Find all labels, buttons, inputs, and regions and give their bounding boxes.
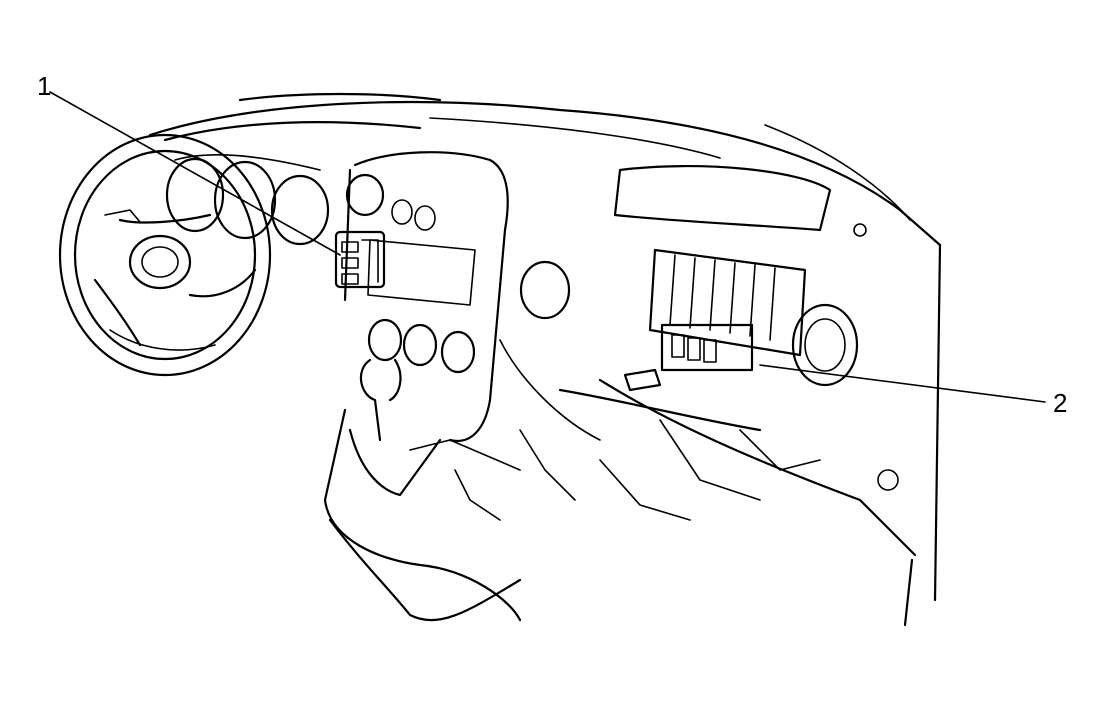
fuse-relay-block (623, 248, 807, 392)
connector-component (334, 230, 386, 289)
gear-shifter-console (323, 358, 522, 622)
callout-2-leader (759, 364, 1046, 403)
dashboard-top-outline (148, 92, 942, 627)
center-stack (343, 151, 509, 443)
callout-1-leader (49, 91, 341, 256)
callout-1-label: 1 (37, 71, 51, 101)
callout-2-label: 2 (1053, 388, 1067, 418)
instrument-cluster (165, 154, 330, 246)
steering-wheel (58, 133, 272, 377)
passenger-side (519, 164, 917, 557)
under-dash-wiring (454, 339, 821, 521)
